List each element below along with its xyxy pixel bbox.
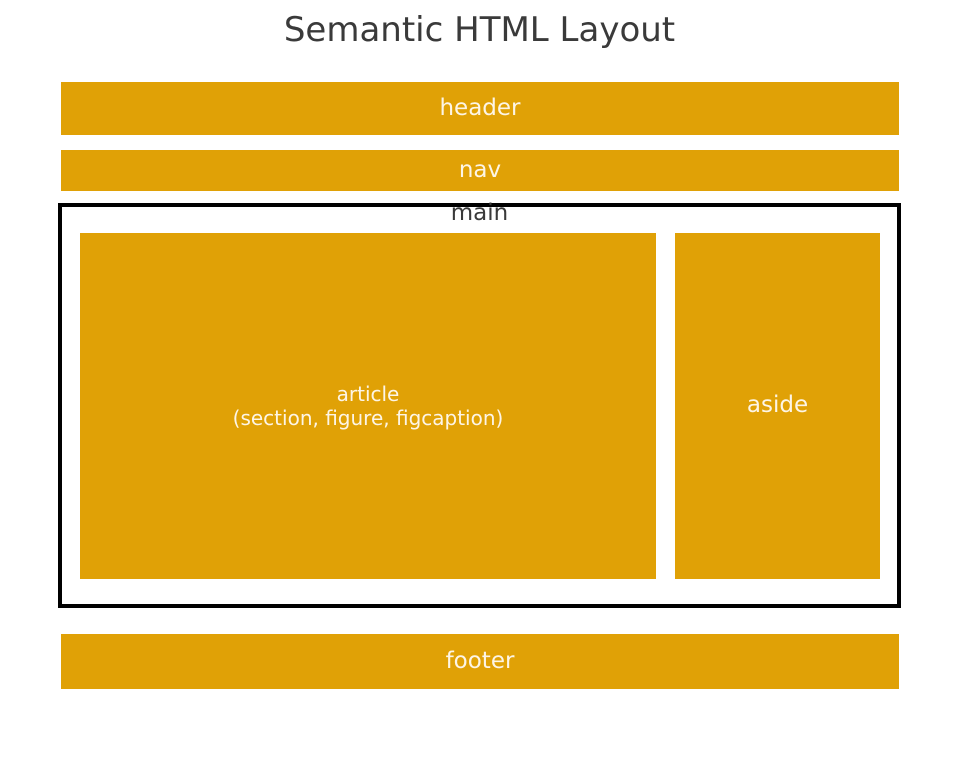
aside-block: aside — [675, 233, 880, 579]
header-block: header — [61, 82, 899, 135]
footer-block-label: footer — [445, 647, 515, 674]
diagram-title: Semantic HTML Layout — [283, 10, 676, 50]
main-block-label: main — [450, 200, 509, 226]
aside-block-label: aside — [746, 392, 809, 419]
nav-block: nav — [61, 150, 899, 191]
article-block: article (section, figure, figcaption) — [80, 233, 656, 579]
nav-block-label: nav — [458, 156, 502, 183]
footer-block: footer — [61, 634, 899, 689]
article-block-sublabel: (section, figure, figcaption) — [232, 406, 504, 430]
article-block-label: article — [336, 382, 400, 406]
header-block-label: header — [439, 94, 521, 121]
main-container-outline — [58, 203, 901, 608]
